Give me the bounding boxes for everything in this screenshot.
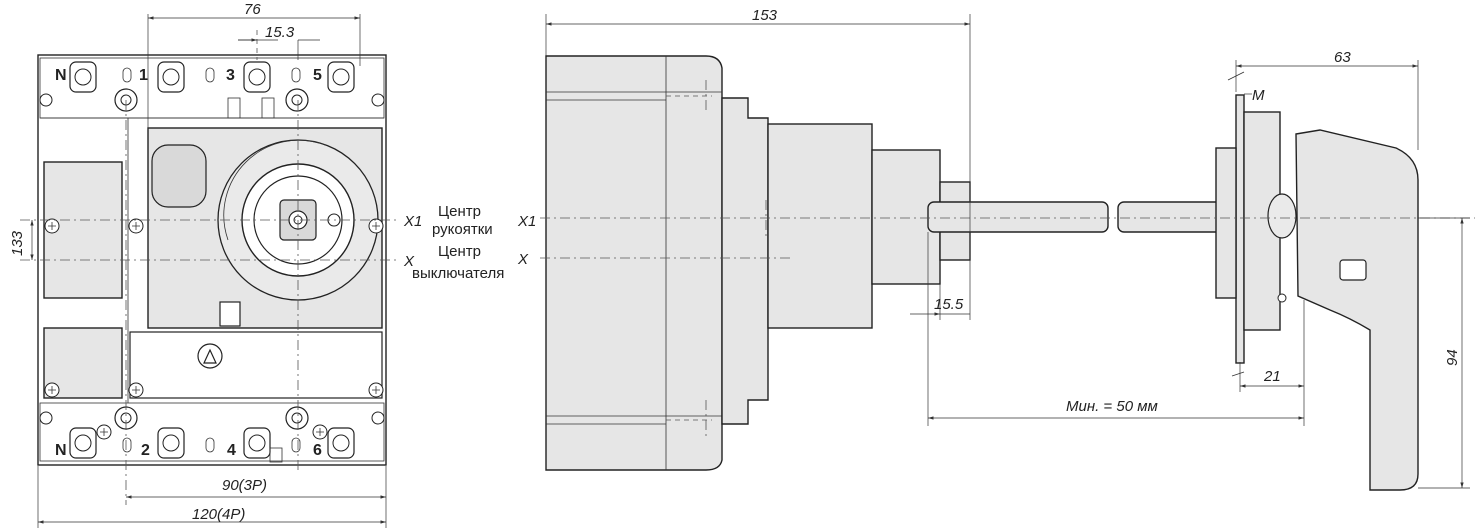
bottom-terminal-strip <box>39 402 385 462</box>
shaft-coupling <box>1267 193 1297 239</box>
rotary-handle <box>1295 129 1419 491</box>
terminal-label-bottom-n: N <box>55 442 67 459</box>
terminal-label-bottom-4: 4 <box>227 442 236 459</box>
side-mechanism-housing <box>767 123 873 329</box>
handle-lock <box>1339 259 1367 281</box>
dim-width-3p: 90(3P) <box>222 477 267 494</box>
accessory-window <box>151 144 207 208</box>
dim-side-depth: 153 <box>752 7 778 24</box>
top-terminal-screws <box>39 61 385 119</box>
dim-width-4p: 120(4P) <box>192 506 245 523</box>
dim-shaft-projection: 15.5 <box>934 296 964 313</box>
door-flange <box>1215 147 1237 299</box>
axis-label-x1-left: X1 <box>403 213 422 230</box>
axis-label-x-left: X <box>403 253 415 270</box>
door-panel <box>1235 94 1245 364</box>
door-label-m: M <box>1252 87 1265 104</box>
dim-handle-offset: 21 <box>1263 368 1281 385</box>
dim-handle-height: 94 <box>1444 349 1461 366</box>
legend-breaker-center-line2: выключателя <box>412 265 504 282</box>
legend-handle-center-line1: Центр <box>438 203 481 220</box>
terminal-label-top-1: 1 <box>139 67 148 84</box>
terminal-label-top-3: 3 <box>226 67 235 84</box>
axis-label-x1-right: X1 <box>517 213 536 230</box>
extension-shaft-left <box>927 201 1109 233</box>
dim-front-width-top: 76 <box>244 1 261 18</box>
axis-label-x-right: X <box>517 251 529 268</box>
terminal-label-top-5: 5 <box>313 67 322 84</box>
center-legend: Центр рукоятки Центр выключателя <box>412 203 504 282</box>
warning-symbol-icon <box>197 343 223 369</box>
dim-height-offset: 133 <box>9 230 26 256</box>
bottom-terminal-screws <box>39 406 385 463</box>
legend-breaker-center-line1: Центр <box>438 243 481 260</box>
legend-handle-center-line2: рукоятки <box>432 221 493 238</box>
dim-handle-width: 63 <box>1334 49 1351 66</box>
terminal-label-top-n: N <box>55 67 67 84</box>
side-view: X1 X 153 15.5 Мин. = 50 мм 21 63 94 M <box>517 7 1475 491</box>
front-view: N 1 3 5 N <box>9 1 422 528</box>
side-breaker-body <box>545 55 723 471</box>
terminal-label-bottom-6: 6 <box>313 442 322 459</box>
mounting-screws <box>44 218 384 398</box>
dim-min-distance: Мин. = 50 мм <box>1066 398 1158 415</box>
trip-button <box>219 301 241 327</box>
side-cover-step <box>721 97 769 425</box>
dim-terminal-pitch: 15.3 <box>265 24 295 41</box>
lower-label-window <box>129 331 383 399</box>
terminal-label-bottom-2: 2 <box>141 442 150 459</box>
